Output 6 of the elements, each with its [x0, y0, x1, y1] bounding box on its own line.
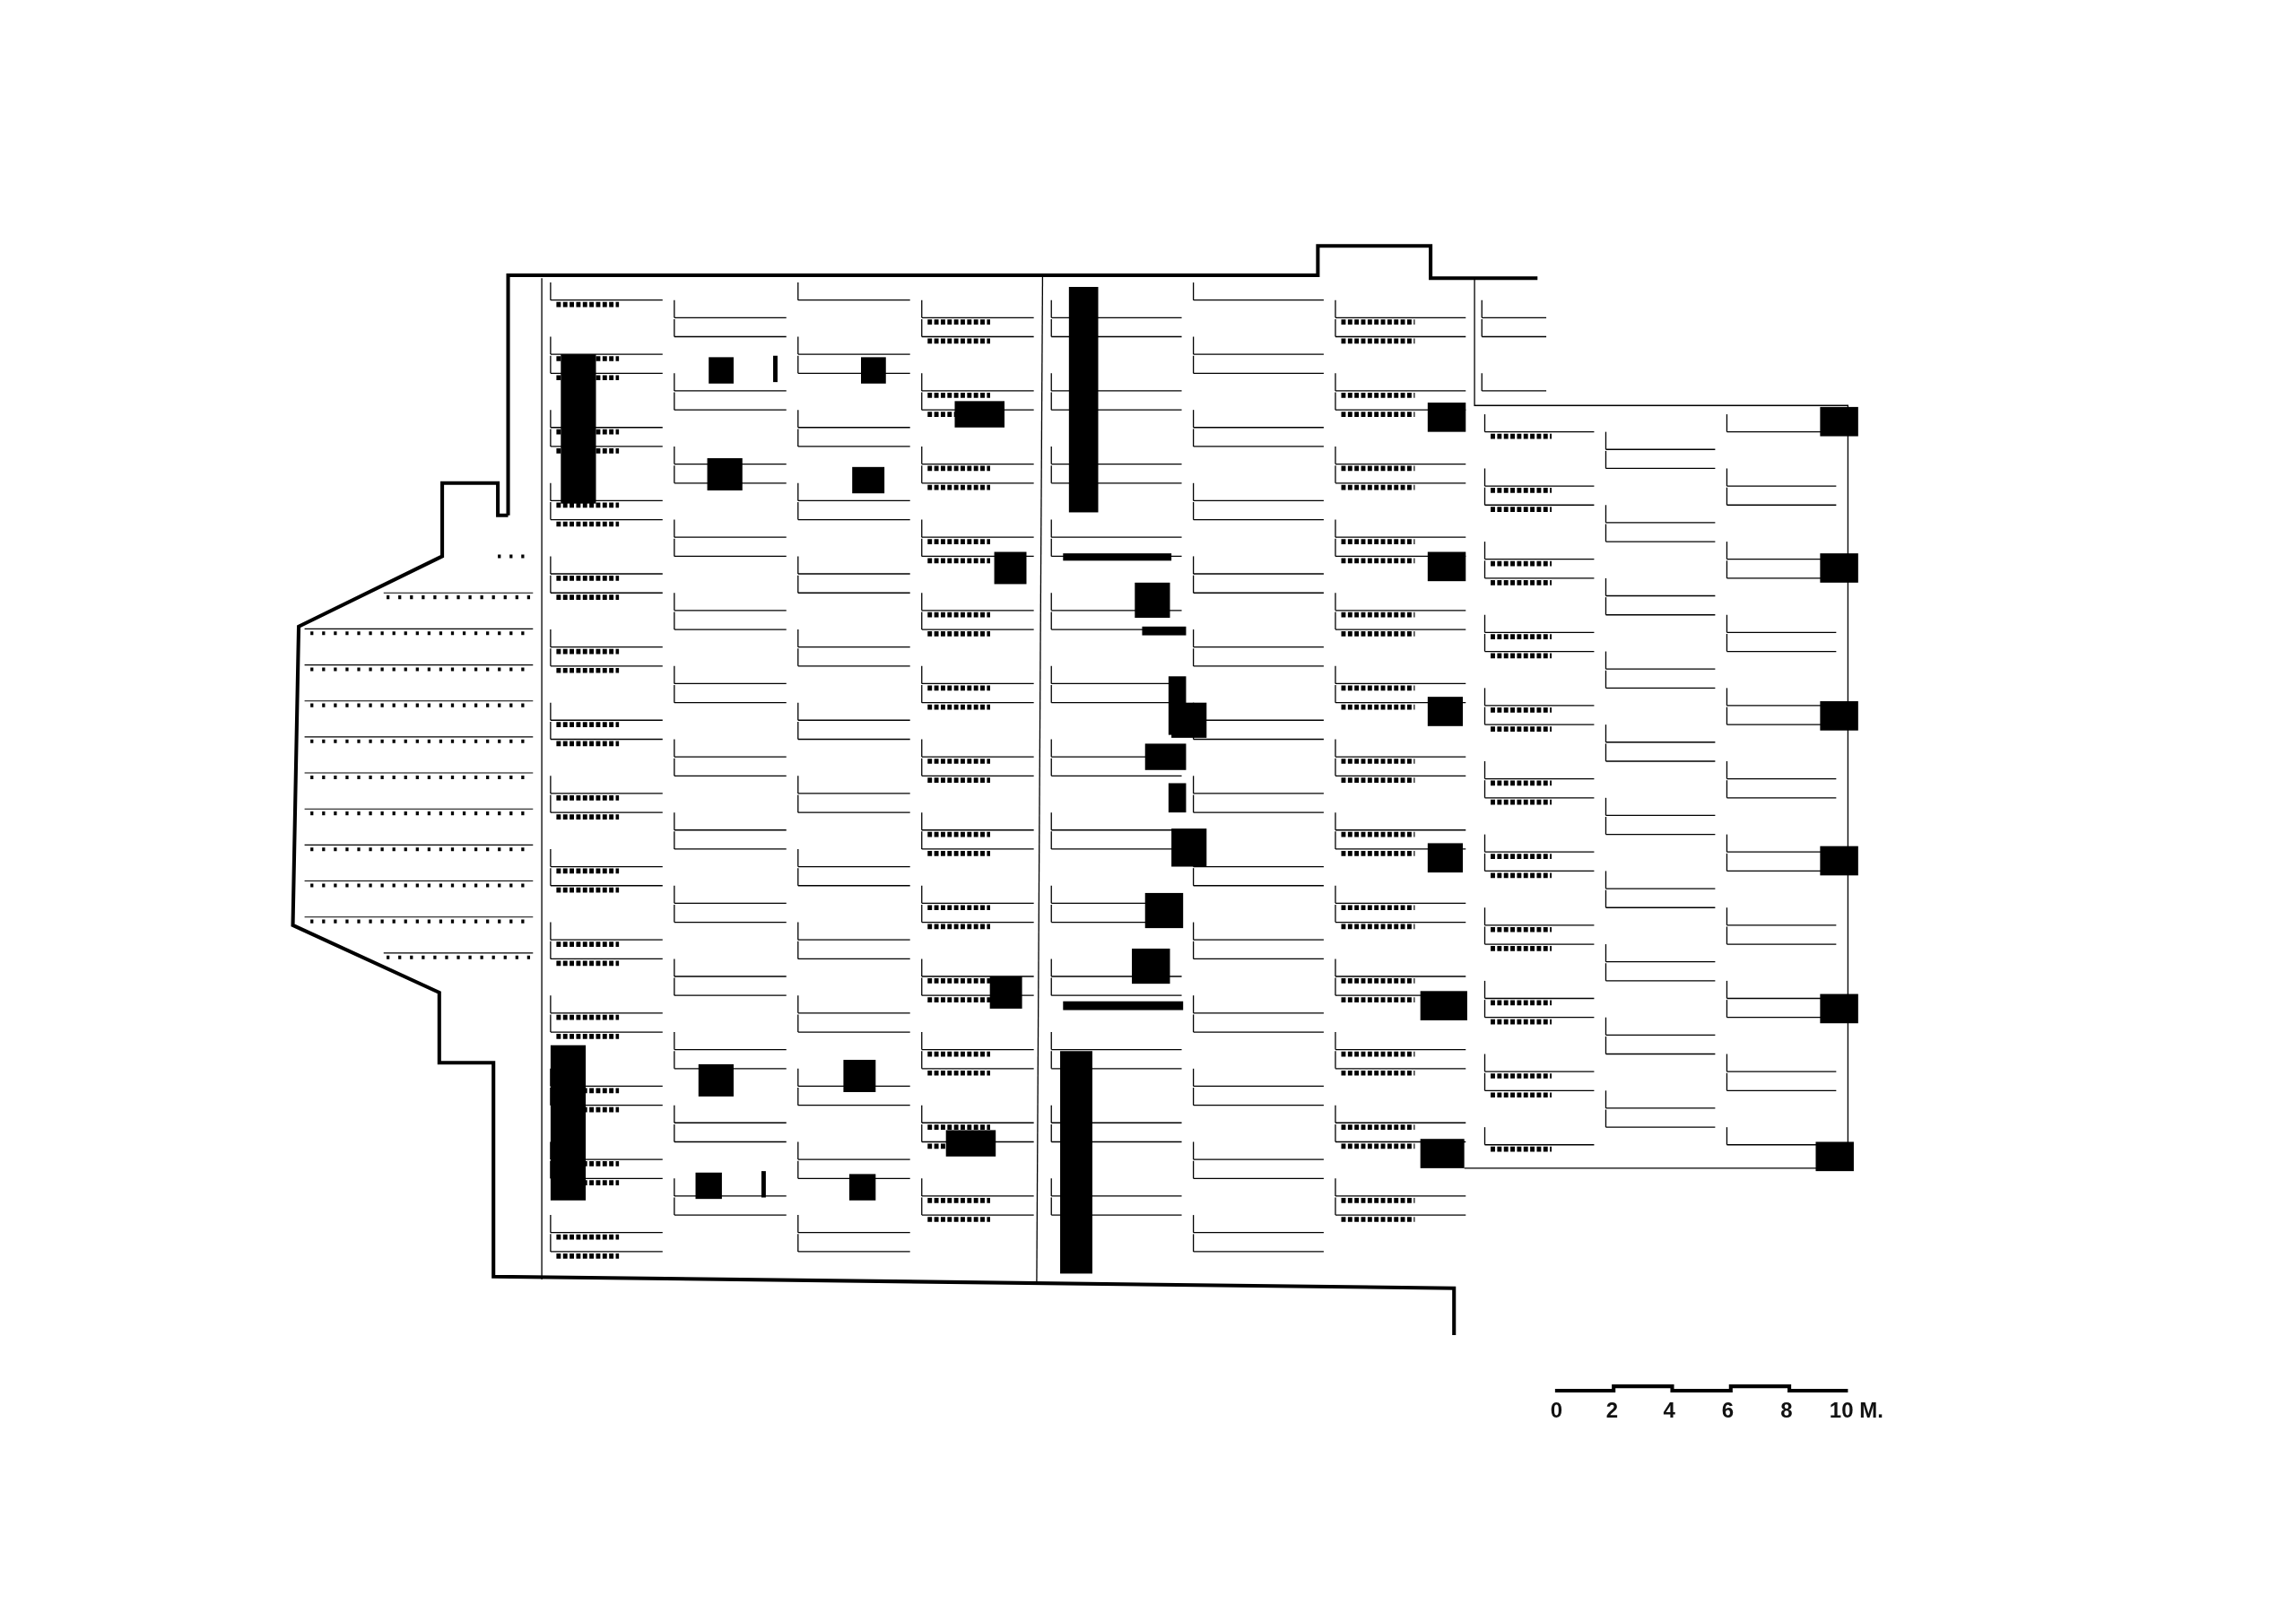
- scale-label: 0: [1550, 1398, 1563, 1424]
- scale-label: 2: [1605, 1398, 1619, 1424]
- scale-label: 4: [1663, 1398, 1675, 1424]
- scale-label: 10 M.: [1829, 1398, 1883, 1424]
- scale-label: 6: [1721, 1398, 1735, 1424]
- scale-label: 8: [1780, 1398, 1793, 1424]
